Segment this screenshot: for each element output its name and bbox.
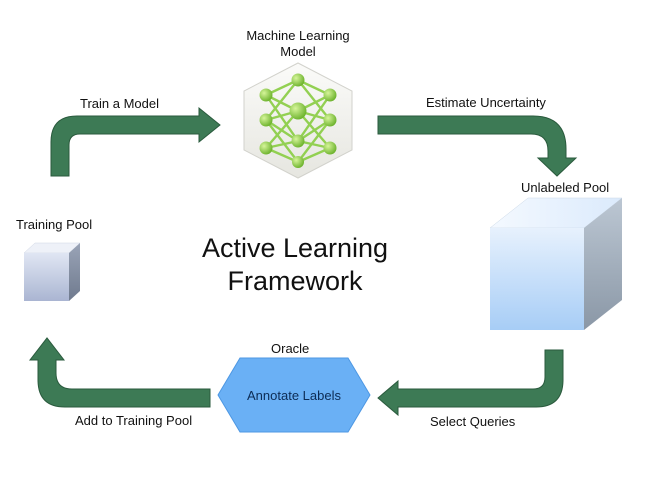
annotate-labels-label: Annotate Labels xyxy=(247,387,341,403)
diagram-title: Active Learning Framework xyxy=(170,232,420,298)
add-to-training-pool-label: Add to Training Pool xyxy=(75,413,193,428)
unlabeled-pool-cube-icon xyxy=(489,197,623,330)
select-arrow xyxy=(377,349,564,417)
train-arrow xyxy=(50,106,221,177)
model-label: Machine Learning Model xyxy=(228,28,368,60)
annotate-labels-node: Annotate Labels xyxy=(218,358,370,432)
select-queries-label: Select Queries xyxy=(430,414,516,429)
diagram-title-line1: Active Learning xyxy=(201,233,389,263)
model-label-line2: Model xyxy=(280,44,316,59)
train-model-label: Train a Model xyxy=(80,96,159,111)
oracle-label: Oracle xyxy=(271,341,310,356)
estimate-uncertainty-label: Estimate Uncertainty xyxy=(426,95,546,110)
unlabeled-pool-label: Unlabeled Pool xyxy=(521,180,610,195)
estimate-arrow xyxy=(377,115,578,177)
diagram-title-line2: Framework xyxy=(227,266,363,296)
training-pool-label: Training Pool xyxy=(16,217,93,232)
model-label-line1: Machine Learning xyxy=(246,28,350,43)
training-pool-cube-icon xyxy=(23,242,81,301)
neural-network-icon xyxy=(243,62,353,179)
add-arrow xyxy=(28,337,211,408)
oracle-hexagon xyxy=(217,357,371,433)
